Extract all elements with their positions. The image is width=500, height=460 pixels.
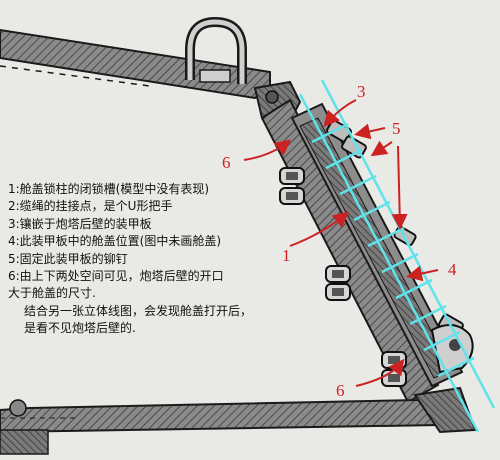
rear-wall-plate: [260, 98, 440, 404]
legend-item-2: 2:缆绳的挂接点，是个U形把手: [8, 199, 173, 214]
legend-item-6: 6:由上下两处空间可见，炮塔后壁的开口: [8, 269, 224, 284]
lower-hinge: [430, 324, 474, 374]
legend-item-4: 4:此装甲板中的舱盖位置(图中未画舱盖): [8, 234, 222, 249]
u-handle: [185, 16, 247, 84]
callout-4: 4: [448, 260, 457, 279]
legend-item-3: 3:镶嵌于炮塔后壁的装甲板: [8, 216, 152, 231]
callout-3: 3: [357, 82, 366, 101]
legend-note-1: 结合另一张立体线图，会发现舱盖打开后，: [24, 303, 253, 318]
legend-text: 1:舱盖锁柱的闭锁槽(模型中没有表现) 2:缆绳的挂接点，是个U形把手 3:镶嵌…: [8, 181, 308, 338]
callout-1: 1: [282, 246, 291, 265]
callout-6-top: 6: [222, 153, 231, 172]
callout-6-bottom: 6: [336, 381, 345, 400]
floor-plate: [0, 386, 477, 455]
legend-item-6-cont: 大于舱盖的尺寸.: [8, 286, 96, 301]
callout-arrows: [243, 99, 439, 387]
legend-item-1: 1:舱盖锁柱的闭锁槽(模型中没有表现): [8, 182, 210, 196]
legend-item-5: 5:固定此装甲板的铆钉: [8, 251, 128, 266]
callout-5: 5: [392, 119, 401, 138]
roof-plate: [0, 28, 271, 100]
legend-note-2: 是看不见炮塔后壁的.: [24, 321, 136, 336]
hatch-axis-lines: [298, 79, 496, 433]
